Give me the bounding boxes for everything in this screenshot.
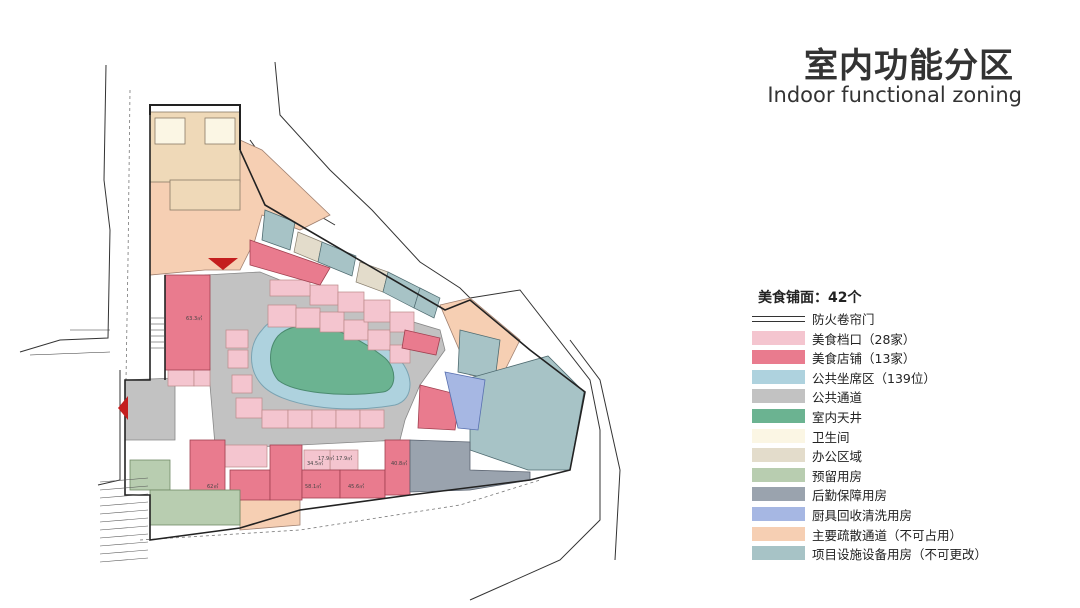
entrance-arrow-west bbox=[118, 396, 128, 420]
top-block-outline bbox=[149, 104, 241, 150]
legend-swatch bbox=[752, 369, 805, 384]
plan-label: 40.8㎡ bbox=[391, 460, 407, 467]
legend-item: 主要疏散通道（不可占用） bbox=[752, 524, 1052, 544]
legend-swatch bbox=[752, 507, 805, 521]
legend-label: 主要疏散通道（不可占用） bbox=[812, 527, 963, 543]
logistics-rooms bbox=[409, 439, 531, 493]
building-walls bbox=[124, 112, 586, 541]
site-dashes bbox=[125, 89, 541, 541]
plan-label: 17.9㎡ bbox=[318, 455, 334, 462]
food-stalls bbox=[167, 279, 415, 471]
legend-item: 厨具回收清洗用房 bbox=[752, 504, 1052, 524]
legend-item: 公共通道 bbox=[752, 386, 1052, 406]
legend-item: 防火卷帘门 bbox=[752, 308, 1052, 328]
plan-label: 62㎡ bbox=[207, 483, 218, 490]
dishwashing-room bbox=[444, 371, 486, 431]
plan-label: 58.1㎡ bbox=[305, 483, 321, 490]
legend-item: 卫生间 bbox=[752, 426, 1052, 446]
page-subtitle: Indoor functional zoning bbox=[767, 83, 1022, 107]
stair-west bbox=[150, 317, 165, 349]
legend-label: 公共坐席区（139位） bbox=[812, 370, 936, 386]
legend-item: 美食店铺（13家） bbox=[752, 347, 1052, 367]
plan-label: 45.6㎡ bbox=[348, 483, 364, 490]
legend-label: 美食档口（28家） bbox=[812, 331, 916, 347]
legend-label: 项目设施设备用房（不可更改） bbox=[812, 547, 988, 563]
legend-item: 项目设施设备用房（不可更改） bbox=[752, 543, 1052, 563]
legend-swatch bbox=[752, 330, 805, 345]
legend-label: 后勤保障用房 bbox=[812, 488, 888, 504]
toilet-zone bbox=[154, 117, 236, 145]
legend-swatch bbox=[752, 546, 805, 561]
equipment-rooms bbox=[261, 209, 585, 471]
floor-plan: 63.3㎡ 34.5㎡ 45.6㎡ 40.8㎡ 17.9㎡ 17.9㎡ 58.1… bbox=[19, 61, 621, 601]
legend-swatch bbox=[752, 389, 805, 404]
legend-label: 卫生间 bbox=[812, 429, 850, 445]
legend-label: 防火卷帘门 bbox=[812, 312, 875, 327]
legend-swatch bbox=[752, 487, 805, 502]
plan-label: 63.3㎡ bbox=[186, 315, 202, 322]
legend-item: 办公区域 bbox=[752, 445, 1052, 465]
entrance-arrow-north bbox=[208, 258, 238, 270]
legend-item: 室内天井 bbox=[752, 406, 1052, 426]
legend-label: 办公区域 bbox=[812, 449, 863, 465]
reserved-rooms bbox=[129, 459, 241, 526]
legend-item: 预留用房 bbox=[752, 465, 1052, 485]
page-title: 室内功能分区 bbox=[804, 46, 1014, 86]
plan-label: 34.5㎡ bbox=[307, 460, 323, 467]
legend-label: 厨具回收清洗用房 bbox=[812, 508, 913, 523]
office-strip bbox=[293, 231, 389, 293]
legend-label: 美食店铺（13家） bbox=[812, 351, 916, 367]
legend-swatch bbox=[752, 448, 805, 463]
legend-label: 公共通道 bbox=[812, 390, 863, 406]
legend-label: 预留用房 bbox=[812, 468, 863, 484]
legend-swatch bbox=[752, 428, 805, 443]
legend-heading: 美食铺面：42个 bbox=[758, 290, 862, 306]
legend-item: 后勤保障用房 bbox=[752, 484, 1052, 504]
plan-label: 17.9㎡ bbox=[336, 455, 352, 462]
legend-item: 美食档口（28家） bbox=[752, 328, 1052, 348]
legend-swatch bbox=[752, 350, 805, 365]
legend-swatch bbox=[752, 316, 805, 322]
stair-ramp bbox=[99, 477, 149, 563]
legend-label: 室内天井 bbox=[812, 410, 863, 425]
legend-swatch bbox=[752, 467, 805, 482]
legend-swatch bbox=[752, 409, 805, 423]
legend-swatch bbox=[752, 526, 805, 541]
legend-item: 公共坐席区（139位） bbox=[752, 367, 1052, 387]
